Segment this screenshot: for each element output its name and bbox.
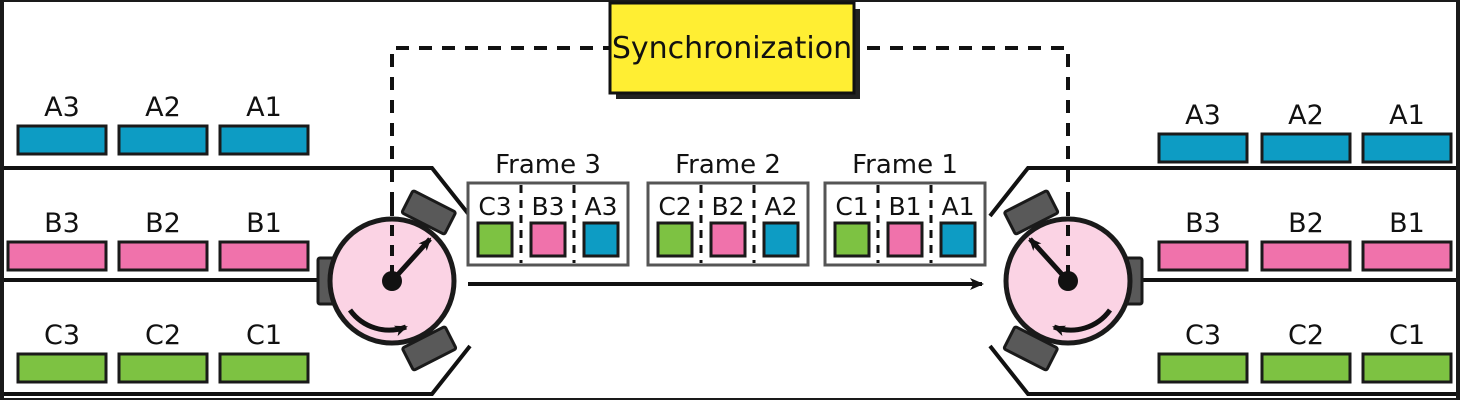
item-label: C3 — [1185, 320, 1221, 351]
left-conveyor-rails — [4, 166, 472, 396]
item-bar — [218, 124, 310, 156]
frame-slot-label: C1 — [835, 192, 868, 221]
item-bar — [16, 352, 108, 384]
item-bar — [1361, 352, 1453, 384]
item-label: C2 — [145, 320, 181, 351]
item-label: C2 — [1288, 320, 1324, 351]
item-bar — [1157, 352, 1249, 384]
item-bar — [1157, 240, 1249, 272]
right-lane-B: B3 B2 B1 — [1157, 208, 1453, 272]
left-lane-B: B3 B2 B1 — [6, 208, 310, 272]
rotor-hub — [1058, 271, 1078, 291]
frame-slot-swatch — [709, 221, 747, 258]
frame-2[interactable]: Frame 2 C2 B2 A2 — [646, 150, 810, 267]
item-bar — [1361, 240, 1453, 272]
rotor-paddle-northeast — [400, 189, 457, 236]
item-label: A3 — [1185, 100, 1221, 131]
item-label: B1 — [246, 208, 282, 239]
item-label: B3 — [1185, 208, 1221, 239]
frame-1[interactable]: Frame 1 C1 B1 A1 — [823, 150, 987, 267]
frame-slot-swatch — [656, 221, 694, 258]
right-lane-C: C3 C2 C1 — [1157, 320, 1453, 384]
frame-slot-swatch — [939, 221, 977, 258]
frame-title: Frame 2 — [675, 150, 781, 180]
item-bar — [218, 352, 310, 384]
item-bar — [1157, 132, 1249, 164]
item-label: A2 — [1288, 100, 1324, 131]
left-rotor[interactable] — [316, 189, 458, 372]
frame-slot-swatch — [833, 221, 871, 258]
frame-slot-swatch — [476, 221, 514, 258]
item-label: A3 — [44, 92, 80, 123]
item-label: B2 — [145, 208, 181, 239]
item-label: B2 — [1288, 208, 1324, 239]
item-label: A2 — [145, 92, 181, 123]
frame-slot-label: C2 — [658, 192, 691, 221]
item-bar — [117, 240, 209, 272]
rotor-paddle-northwest — [1003, 189, 1060, 236]
frame-slot-swatch — [886, 221, 924, 258]
rotor-rotation-arrow-clockwise — [347, 308, 408, 337]
frame-3[interactable]: Frame 3 C3 B3 A3 — [466, 150, 630, 267]
item-label: A1 — [1389, 100, 1425, 131]
right-conveyor-rails — [988, 166, 1456, 396]
item-label: C1 — [246, 320, 282, 351]
synchronization-box[interactable]: Synchronization — [608, 1, 860, 99]
item-bar — [16, 124, 108, 156]
frame-slot-label: A1 — [941, 192, 974, 221]
rotor-paddle-southwest — [1002, 325, 1059, 372]
item-label: B1 — [1389, 208, 1425, 239]
right-rotor[interactable] — [1002, 189, 1144, 372]
frame-title: Frame 1 — [852, 150, 958, 180]
item-bar — [6, 240, 108, 272]
right-lane-A: A3 A2 A1 — [1157, 100, 1453, 164]
frame-slot-label: B3 — [531, 192, 564, 221]
sync-link-right — [857, 46, 1070, 205]
sync-box-label: Synchronization — [612, 31, 852, 66]
item-bar — [117, 124, 209, 156]
item-bar — [1361, 132, 1453, 164]
sync-link-left — [390, 46, 609, 205]
left-lane-A: A3 A2 A1 — [16, 92, 310, 156]
frame-slot-label: A3 — [584, 192, 617, 221]
left-lane-C: C3 C2 C1 — [16, 320, 310, 384]
rotor-hub — [382, 271, 402, 291]
frame-slot-label: C3 — [478, 192, 511, 221]
frame-slot-swatch — [582, 221, 620, 258]
item-label: C1 — [1389, 320, 1425, 351]
item-bar — [1260, 132, 1352, 164]
item-label: C3 — [44, 320, 80, 351]
frame-slot-swatch — [762, 221, 800, 258]
item-label: B3 — [44, 208, 80, 239]
frame-slot-swatch — [529, 221, 567, 258]
item-bar — [117, 352, 209, 384]
rotor-paddle-southeast — [401, 325, 458, 372]
item-bar — [1260, 240, 1352, 272]
synchronization-links — [390, 46, 1070, 205]
frame-slot-label: B1 — [888, 192, 921, 221]
frame-title: Frame 3 — [495, 150, 601, 180]
rotor-rotation-arrow-counter-clockwise — [1052, 308, 1113, 337]
item-bar — [218, 240, 310, 272]
sync-box-body — [608, 1, 856, 95]
item-bar — [1260, 352, 1352, 384]
frame-slot-label: B2 — [711, 192, 744, 221]
item-label: A1 — [246, 92, 282, 123]
frame-slot-label: A2 — [764, 192, 797, 221]
